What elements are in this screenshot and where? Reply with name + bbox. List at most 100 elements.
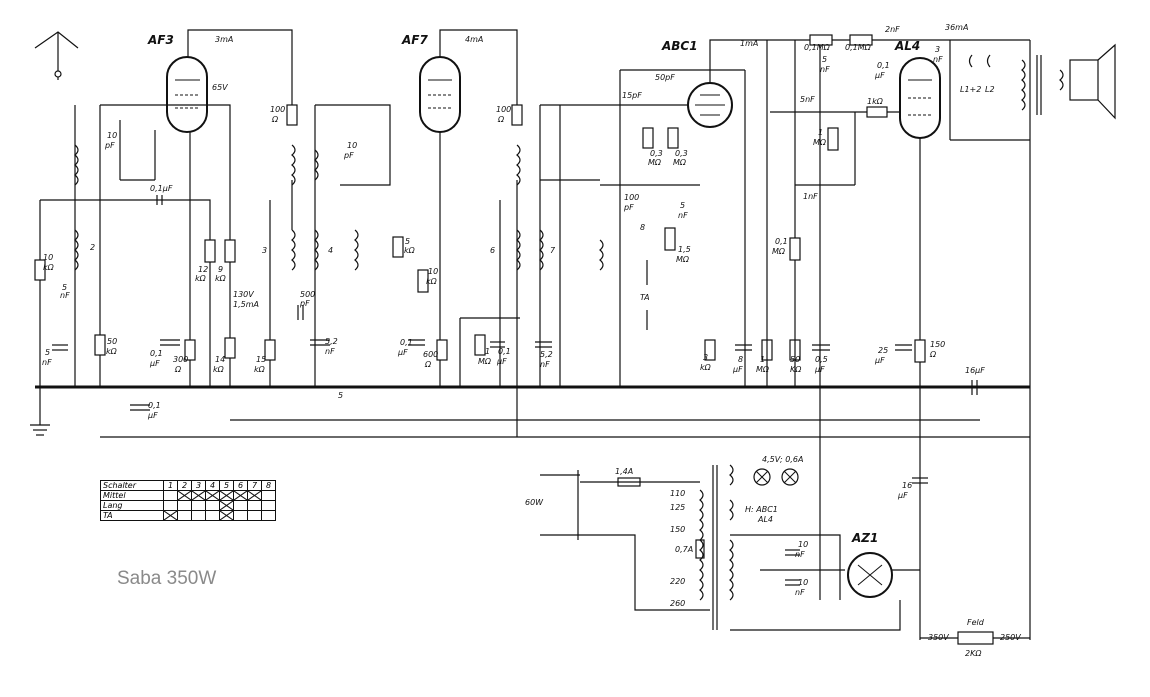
svg-text:pF: pF (343, 151, 354, 160)
svg-text:MΩ: MΩ (478, 357, 492, 366)
resistor-0-3m-a (642, 127, 654, 149)
svg-text:4,5V; 0,6A: 4,5V; 0,6A (762, 455, 803, 464)
svg-text:μF: μF (732, 365, 743, 374)
svg-text:1nF: 1nF (803, 192, 818, 201)
svg-text:100: 100 (496, 105, 511, 114)
svg-text:MΩ: MΩ (648, 158, 662, 167)
switch-table-header: Schalter 1 2 3 4 5 6 7 8 (100, 480, 276, 491)
svg-text:250V: 250V (1000, 633, 1021, 642)
svg-text:15pF: 15pF (622, 91, 642, 100)
svg-text:Ω: Ω (424, 360, 432, 369)
svg-text:0,3: 0,3 (650, 149, 663, 158)
af3-voltage: 65V (212, 83, 228, 92)
switch-cell (261, 500, 276, 511)
svg-text:110: 110 (670, 489, 685, 498)
svg-text:50: 50 (107, 337, 117, 346)
svg-text:0,7A: 0,7A (675, 545, 693, 554)
tube-label-abc1: ABC1 (661, 39, 698, 53)
svg-text:1: 1 (485, 347, 490, 356)
svg-text:0,1: 0,1 (877, 61, 890, 70)
switch-header-label: Schalter (100, 480, 164, 491)
switch-row-lang: Lang (100, 500, 276, 511)
svg-text:Ω: Ω (174, 365, 182, 374)
resistor-1m-a (474, 334, 486, 356)
svg-text:μF: μF (149, 359, 160, 368)
svg-text:600: 600 (423, 350, 438, 359)
switch-cell (219, 500, 234, 511)
resistor-150 (914, 339, 926, 363)
svg-text:L2: L2 (985, 85, 995, 94)
switch-cell (205, 490, 220, 501)
potentiometer-1-5m[interactable] (664, 227, 676, 251)
svg-text:Ω: Ω (497, 115, 505, 124)
switch-cell (177, 490, 192, 501)
switch-cell (247, 510, 262, 521)
tube-al4 (899, 57, 941, 139)
svg-text:nF: nF (795, 550, 805, 559)
svg-text:150: 150 (930, 340, 945, 349)
tube-abc1 (687, 82, 733, 128)
resistor-10k (34, 259, 46, 281)
resistor-600 (436, 339, 448, 361)
svg-text:pF: pF (104, 141, 115, 150)
svg-text:1: 1 (760, 355, 765, 364)
svg-text:MΩ: MΩ (756, 365, 770, 374)
svg-text:pF: pF (623, 203, 634, 212)
svg-text:kΩ: kΩ (195, 274, 207, 283)
svg-text:Ω: Ω (271, 115, 279, 124)
resistor-1k (866, 106, 888, 118)
svg-text:nF: nF (795, 588, 805, 597)
tube-label-af3: AF3 (147, 33, 174, 47)
svg-text:5,2: 5,2 (540, 350, 553, 359)
switch-cell (261, 510, 276, 521)
resistor-5k (392, 236, 404, 258)
svg-text:1: 1 (818, 128, 823, 137)
svg-text:220: 220 (670, 577, 685, 586)
svg-text:1,4A: 1,4A (615, 467, 633, 476)
svg-text:6: 6 (490, 246, 495, 255)
switch-row-mittel: Mittel (100, 490, 276, 501)
svg-text:9: 9 (218, 265, 223, 274)
svg-text:14: 14 (215, 355, 225, 364)
switch-mark-x (192, 491, 205, 500)
switch-cell (205, 500, 220, 511)
tube-af3 (166, 56, 208, 133)
svg-text:pF: pF (299, 299, 310, 308)
svg-text:μF: μF (897, 491, 908, 500)
svg-text:10: 10 (428, 267, 438, 276)
tube-az1 (847, 552, 893, 598)
svg-text:MΩ: MΩ (772, 247, 786, 256)
switch-cell (163, 490, 178, 501)
svg-text:10: 10 (43, 253, 53, 262)
resistor-100-b (511, 104, 523, 126)
svg-text:350V: 350V (928, 633, 949, 642)
svg-text:130V: 130V (233, 290, 254, 299)
svg-text:kΩ: kΩ (254, 365, 266, 374)
resistor-3k (704, 339, 716, 361)
svg-text:3: 3 (703, 353, 708, 362)
abc1-current: 1mA (740, 39, 758, 48)
tube-label-az1: AZ1 (851, 531, 878, 545)
svg-text:kΩ: kΩ (43, 263, 55, 272)
field-coil-resistor (957, 631, 994, 645)
svg-text:125: 125 (670, 503, 685, 512)
resistor-100-a (286, 104, 298, 126)
dial-lamp-icon (753, 468, 799, 486)
svg-text:0,1: 0,1 (148, 401, 161, 410)
af3-current: 3mA (215, 35, 233, 44)
svg-text:60W: 60W (525, 498, 544, 507)
svg-text:5,2: 5,2 (325, 337, 338, 346)
switch-cell (233, 510, 248, 521)
svg-text:L1+2: L1+2 (960, 85, 981, 94)
resistor-9k (224, 239, 236, 263)
svg-text:5nF: 5nF (800, 95, 815, 104)
svg-text:nF: nF (820, 65, 830, 74)
switch-table: Schalter 1 2 3 4 5 6 7 8 Mittel Lang TA (100, 480, 276, 521)
svg-text:nF: nF (933, 55, 943, 64)
svg-text:8: 8 (640, 223, 645, 232)
af7-current: 4mA (465, 35, 483, 44)
svg-text:0,3: 0,3 (675, 149, 688, 158)
switch-cell (177, 500, 192, 511)
svg-text:8: 8 (738, 355, 743, 364)
diagram-caption: Saba 350W (117, 568, 217, 589)
